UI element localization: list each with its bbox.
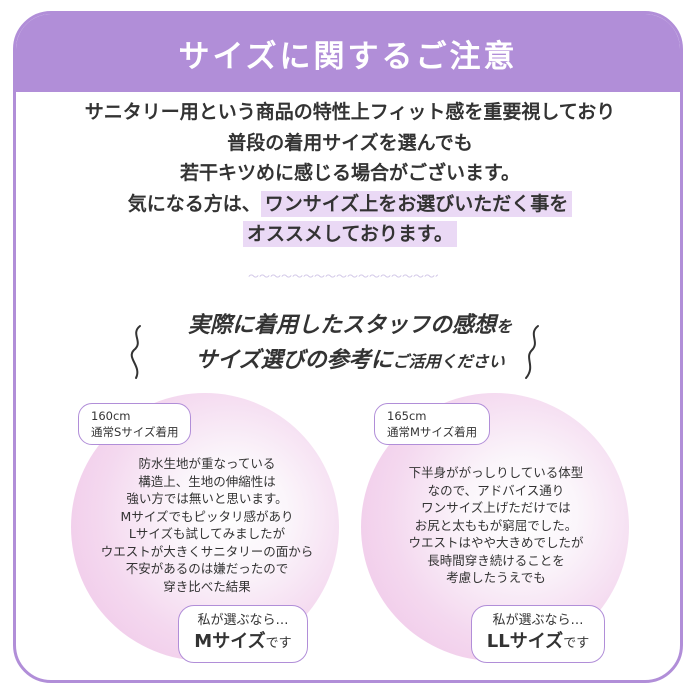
page-title: サイズに関するご注意 [178, 38, 518, 75]
size-choice-left: 私が選ぶなら… Mサイズです [178, 605, 308, 663]
review-left-line: Mサイズでもピッタリ感があり [120, 508, 294, 524]
staff-usual-size-left: 通常Sサイズ着用 [91, 425, 179, 439]
notice-line-3: 若干キツめに感じる場合がございます。 [179, 162, 521, 184]
staff-heading-line-1-main: 実際に着用したスタッフの感想 [187, 313, 496, 338]
squiggle-right-icon [525, 325, 539, 379]
header-banner: サイズに関するご注意 [16, 14, 680, 92]
review-right-line: お尻と太ももが窮屈でした。 [414, 517, 578, 533]
choice-size-value-left: Mサイズ [194, 631, 266, 652]
notice-line-5-highlight: オススメしております。 [243, 221, 457, 247]
review-left-line: Lサイズも試してみましたが [128, 526, 286, 541]
review-right-line: 下半身ががっしりしている体型 [408, 465, 584, 480]
staff-heading-line-2-small: ご活用ください [392, 352, 505, 371]
squiggle-left-icon [130, 325, 141, 379]
notice-line-2: 普段の着用サイズを選んでも [227, 131, 473, 154]
choice-suffix-left: です [265, 636, 292, 651]
wavy-divider: 〜〜〜〜〜〜〜〜〜〜〜〜〜〜〜〜〜〜〜 [248, 270, 438, 280]
choice-lead-left: 私が選ぶなら… [197, 613, 289, 628]
choice-suffix-right: です [563, 636, 590, 651]
review-right-line: ワンサイズ上げただけでは [421, 500, 571, 515]
staff-usual-size-right: 通常Mサイズ着用 [387, 425, 478, 439]
staff-heading-line-2: サイズ選びの参考にご活用ください [0, 344, 700, 379]
review-right-line: 長時間穿き続けることを [427, 552, 565, 568]
staff-heading: 実際に着用したスタッフの感想を サイズ選びの参考にご活用ください [0, 309, 700, 379]
size-notice: サニタリー用という商品の特性上フィット感を重要視しており 普段の着用サイズを選ん… [0, 97, 700, 250]
choice-size-right: LLサイズです [472, 630, 604, 656]
review-left-line: 不安があるのは嫌だったので [125, 561, 289, 576]
staff-heading-line-1-small: を [496, 317, 513, 336]
choice-size-value-right: LLサイズ [486, 631, 564, 652]
review-left-line: 防水生地が重なっている [138, 456, 276, 471]
size-choice-right: 私が選ぶなら… LLサイズです [471, 605, 605, 663]
notice-line-1: サニタリー用という商品の特性上フィット感を重要視しており [84, 101, 616, 123]
staff-height-left: 160cm [91, 409, 131, 423]
review-text-left: 防水生地が重なっている 構造上、生地の伸縮性は 強い方では無いと思います。 Mサ… [95, 455, 319, 595]
review-left-line: 強い方では無いと思います。 [126, 491, 288, 506]
staff-height-right: 165cm [387, 409, 427, 423]
review-right-line: ウエストはやや大きめでしたが [408, 535, 584, 550]
notice-line-5: オススメしております。 [0, 219, 700, 250]
choice-lead-right: 私が選ぶなら… [492, 613, 584, 628]
review-left-line: 穿き比べた結果 [163, 578, 251, 594]
notice-line-4-plain: 気になる方は、 [127, 192, 261, 215]
staff-heading-line-2-main: サイズ選びの参考に [195, 348, 393, 373]
review-right-line: 考慮したうえでも [446, 570, 546, 585]
review-right-line: なので、アドバイス通り [427, 482, 565, 498]
notice-line-4: 気になる方は、ワンサイズ上をお選びいただく事を [0, 189, 700, 220]
review-left-line: ウエストが大きくサニタリーの面から [100, 543, 314, 559]
review-text-right: 下半身ががっしりしている体型 なので、アドバイス通り ワンサイズ上げただけでは … [384, 464, 608, 587]
staff-size-tag-right: 165cm 通常Mサイズ着用 [374, 403, 491, 445]
notice-line-4-highlight: ワンサイズ上をお選びいただく事を [260, 190, 573, 217]
review-left-line: 構造上、生地の伸縮性は [138, 473, 276, 489]
choice-size-left: Mサイズです [179, 630, 307, 656]
staff-heading-line-1: 実際に着用したスタッフの感想を [0, 309, 700, 344]
staff-size-tag-left: 160cm 通常Sサイズ着用 [78, 403, 192, 445]
